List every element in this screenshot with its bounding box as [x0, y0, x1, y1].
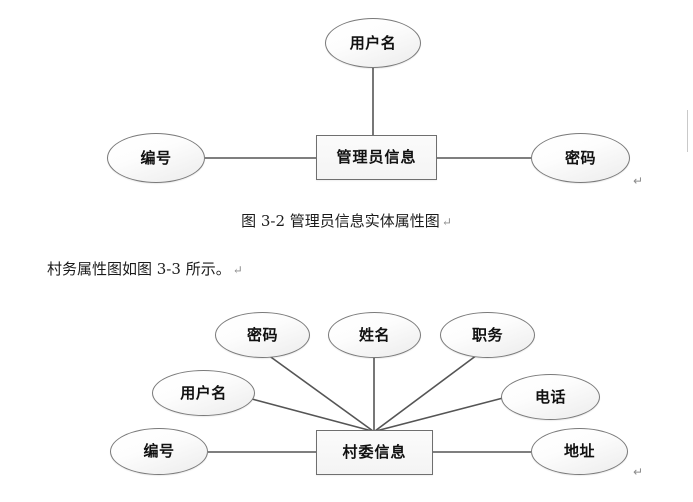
entity-node-village-info[interactable]: 村委信息: [316, 430, 433, 475]
attribute-label: 编号: [143, 442, 175, 460]
figure-caption-3-2: 图 3-2 管理员信息实体属性图↵: [0, 214, 693, 229]
attribute-node-name-village[interactable]: 姓名: [328, 312, 421, 358]
connector-phone-to-village: [375, 397, 504, 432]
entity-label: 管理员信息: [336, 148, 417, 166]
attribute-node-username-admin[interactable]: 用户名: [325, 18, 421, 68]
caption-text: 图 3-2 管理员信息实体属性图: [241, 212, 440, 230]
body-paragraph-mark: ↵: [232, 263, 243, 277]
attribute-node-password-village[interactable]: 密码: [215, 312, 310, 358]
attribute-label: 姓名: [358, 325, 390, 344]
attribute-label: 用户名: [180, 383, 227, 402]
caption-paragraph-mark: ↵: [441, 215, 452, 229]
body-paragraph-text: 村务属性图如图 3-3 所示。: [47, 260, 231, 278]
body-paragraph: 村务属性图如图 3-3 所示。↵: [47, 262, 243, 277]
attribute-node-position-village[interactable]: 职务: [440, 312, 535, 358]
attribute-label: 编号: [140, 148, 172, 167]
attribute-label: 电话: [534, 387, 566, 406]
connector-password-to-village: [267, 354, 374, 432]
connector-username-to-village: [251, 398, 373, 432]
entity-label: 村委信息: [342, 443, 407, 461]
paragraph-mark-diagram-village: ↵: [633, 465, 644, 479]
attribute-node-address-village[interactable]: 地址: [531, 428, 628, 475]
attribute-label: 密码: [246, 325, 278, 344]
connector-position-to-village: [374, 354, 478, 432]
paragraph-mark-diagram-admin: ↵: [633, 174, 644, 188]
attribute-node-id-admin[interactable]: 编号: [107, 133, 205, 183]
attribute-node-password-admin[interactable]: 密码: [531, 133, 630, 183]
attribute-label: 密码: [564, 148, 596, 167]
attribute-node-phone-village[interactable]: 电话: [501, 374, 600, 420]
attribute-node-id-village[interactable]: 编号: [110, 428, 208, 475]
attribute-node-username-village[interactable]: 用户名: [152, 370, 255, 416]
entity-node-admin-info[interactable]: 管理员信息: [316, 135, 437, 180]
page-margin-marker: [687, 110, 688, 152]
attribute-label: 用户名: [349, 33, 397, 52]
attribute-label: 职务: [471, 325, 503, 344]
attribute-label: 地址: [563, 442, 595, 460]
